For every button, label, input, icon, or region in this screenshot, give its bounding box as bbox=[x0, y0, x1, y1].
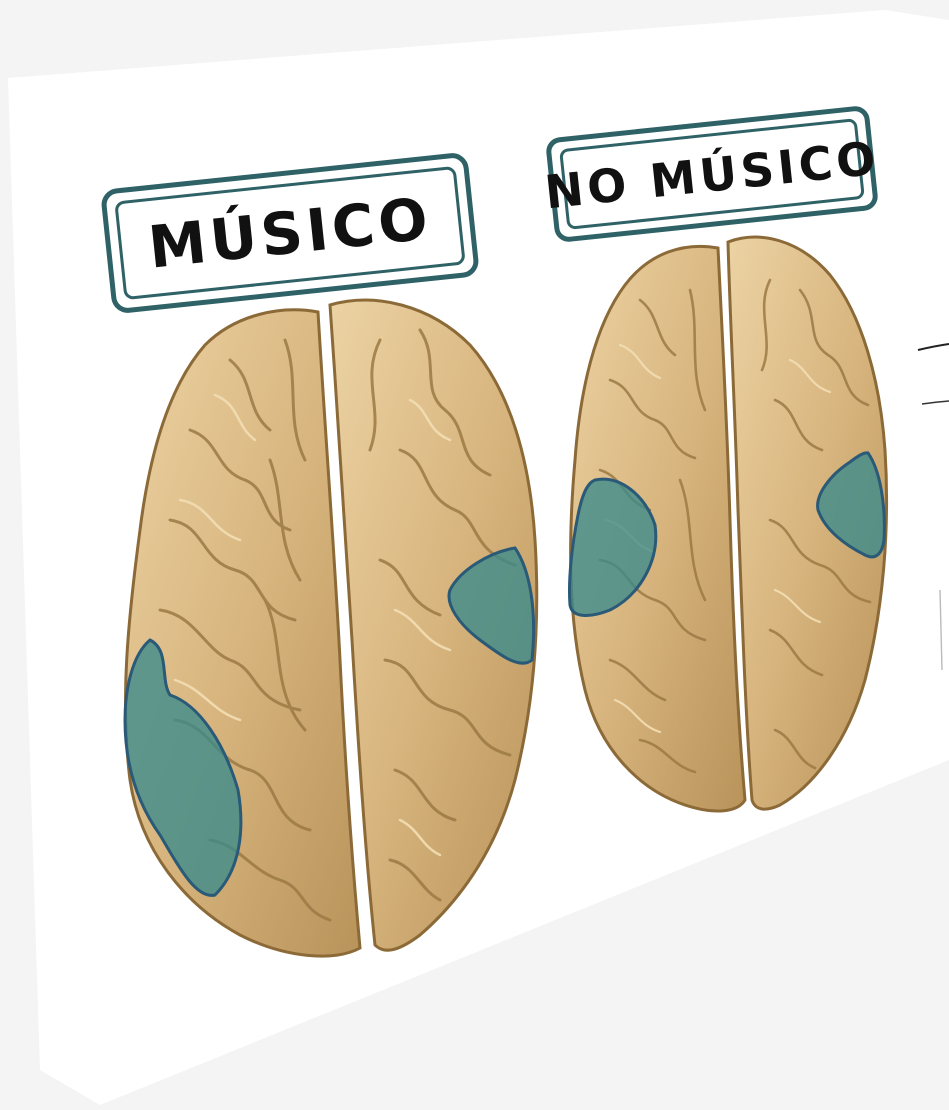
brain-comparison-diagram: MÚSICO NO MÚSICO bbox=[0, 0, 949, 1110]
figure-stage: MÚSICO NO MÚSICO bbox=[0, 0, 949, 1110]
